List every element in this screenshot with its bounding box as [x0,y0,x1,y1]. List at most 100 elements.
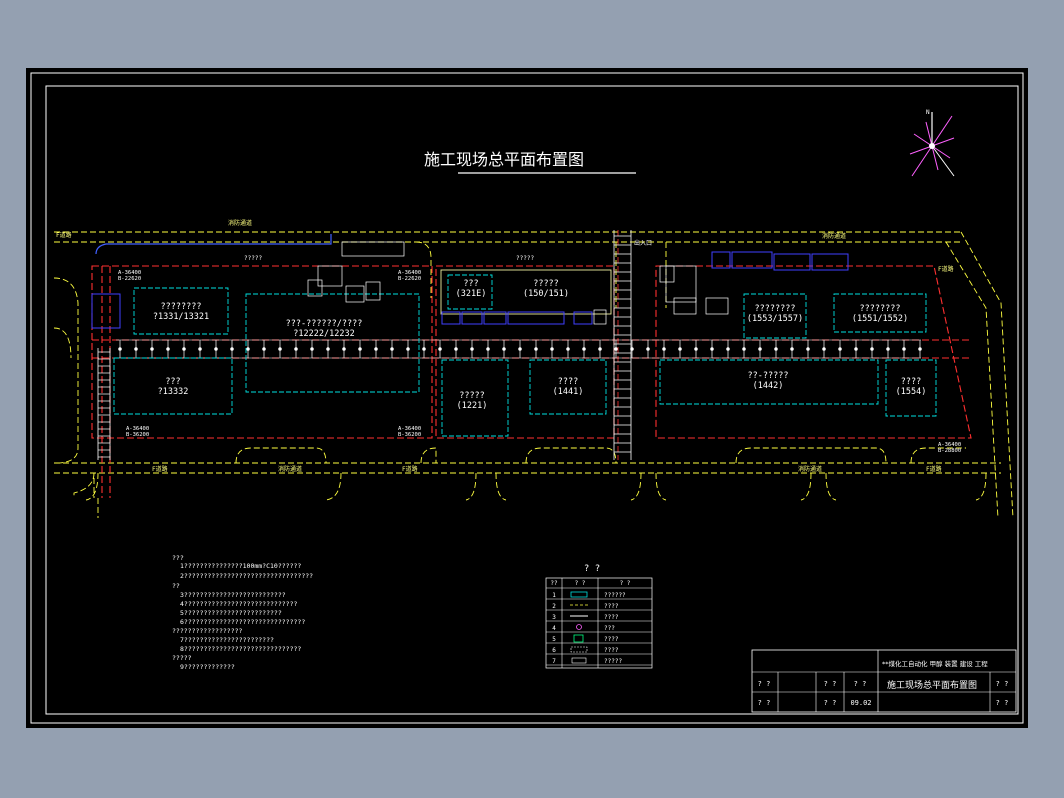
legend-desc-5: ???? [604,636,619,643]
legend-symbol-box-icon [573,634,584,643]
title-block-drawing-name: 施工现场总平面布置图 [887,679,977,691]
legend-symbol-gate-icon [571,657,587,664]
fence-post [774,347,778,351]
road-labels: F道路 消防通道 ????? ????? 出入口 F道路 消防通道 F道路 消防… [56,219,954,473]
inner-border [45,85,1019,715]
note-line-1: 1???????????????100mm?C10?????? [180,562,301,570]
notes-heading: ??? [172,554,184,562]
coord-3: A-36400 [398,270,421,276]
road-label-bottom-5: F道路 [926,465,942,473]
building-b9-code: (1551/1552) [852,314,908,324]
road-label-right-top: 消防通道 [822,232,846,240]
legend-desc-1: ?????? [604,592,626,599]
legend-no-7: 7 [552,658,556,665]
note-line-10: 8?????????????????????????????? [180,645,301,653]
drawing-title: 施工现场总平面布置图 [424,150,584,169]
road-label-bottom-1: F道路 [152,465,168,473]
note-line-7: 6??????????????????????????????? [180,618,305,626]
fence-post [198,347,202,351]
legend-symbol-hydrant-icon [576,624,582,630]
fence-post [630,347,634,351]
legend-no-6: 6 [552,647,556,654]
coord-9: A-36400 [938,442,961,448]
fence-posts [116,339,921,359]
fence-post [502,347,506,351]
water-line-label: ????? [244,255,262,262]
fence-post [726,347,730,351]
fence-post [150,347,154,351]
road-label-fire-top: 消防通道 [228,219,252,227]
fence-post [758,347,762,351]
coord-8: B-36200 [398,432,421,438]
fence-post [342,347,346,351]
road-label-bottom-2: 消防通道 [278,465,302,473]
fence-post [374,347,378,351]
title-block-date: 09.02 [850,699,871,707]
fence-post [838,347,842,351]
building-b2-code: ?12222/12232 [293,329,354,339]
left-road [97,348,111,460]
fence-post [390,347,394,351]
note-line-12: 9????????????? [180,663,235,671]
fence-post [118,347,122,351]
outer-border [30,72,1024,724]
road-label-bottom-3: F道路 [402,465,418,473]
legend-header-no: ?? [550,580,558,587]
legend-no-3: 3 [552,614,556,621]
fence-post [662,347,666,351]
building-b2-name: ???-??????/???? [286,319,363,329]
note-line-8: ?????????????????? [172,627,243,635]
building-b4-name: ??? [463,279,478,289]
legend-desc-2: ???? [604,603,619,610]
building-b11-code: (1554) [896,387,927,397]
buildings [113,269,937,437]
fence-post [806,347,810,351]
building-b1-name: ???????? [161,302,202,312]
construction-notes: ??? 1???????????????100mm?C10?????? 2???… [172,554,313,671]
note-line-5: 4????????????????????????????? [180,600,297,608]
fence-post [598,347,602,351]
fence-post [406,347,410,351]
fence-post [566,347,570,351]
building-b3-code: ?13332 [158,387,189,397]
building-b1-code: ?1331/13321 [153,312,209,322]
building-b7-code: (1441) [553,387,584,397]
water-line-label-2: ????? [516,255,534,262]
fence-post [326,347,330,351]
gate-label: 出入口 [634,239,652,247]
legend-table: ? ? ?? ? ? ? ? 1 ?????? 2 ???? 3 ???? 4 … [545,564,653,669]
title-block-cell-e: ? ? [758,699,771,707]
building-b5-code: (150/151) [523,289,569,299]
building-b5-name: ????? [533,279,559,289]
title-block-cell-c: ? ? [854,680,867,688]
water-line [95,234,332,255]
road-label-bottom-4: 消防通道 [798,465,822,473]
note-line-11: ????? [172,654,192,662]
legend-title: ? ? [584,564,600,574]
legend-desc-7: ????? [604,658,622,665]
fence-post [550,347,554,351]
road-label-right: F道路 [938,265,954,273]
legend-symbol-wall-icon [570,646,588,653]
fence-post [710,347,714,351]
legend-no-1: 1 [552,592,556,599]
legend-desc-6: ???? [604,647,619,654]
fence-post [870,347,874,351]
central-road [613,230,632,460]
title-block: **煤化工自动化 甲醇 装置 建设 工程 施工现场总平面布置图 ? ? ? ? … [751,649,1017,713]
building-b3-name: ??? [165,377,180,387]
road-label-top-left: F道路 [56,231,72,239]
coord-6: B-36200 [126,432,149,438]
legend-header-symbol: ? ? [575,580,586,587]
building-b8-name: ???????? [755,304,796,314]
note-line-6: 5????????????????????????? [180,609,282,617]
fence-post [358,347,362,351]
building-b6-name: ????? [459,391,485,401]
coord-2: B-22620 [118,276,141,282]
building-b6-code: (1221) [457,401,488,411]
fence-post [182,347,186,351]
coord-4: B-22620 [398,276,421,282]
fence-post [614,347,618,351]
fence-post [422,347,426,351]
drawing-viewport[interactable]: 施工现场总平面布置图 N [26,68,1028,728]
